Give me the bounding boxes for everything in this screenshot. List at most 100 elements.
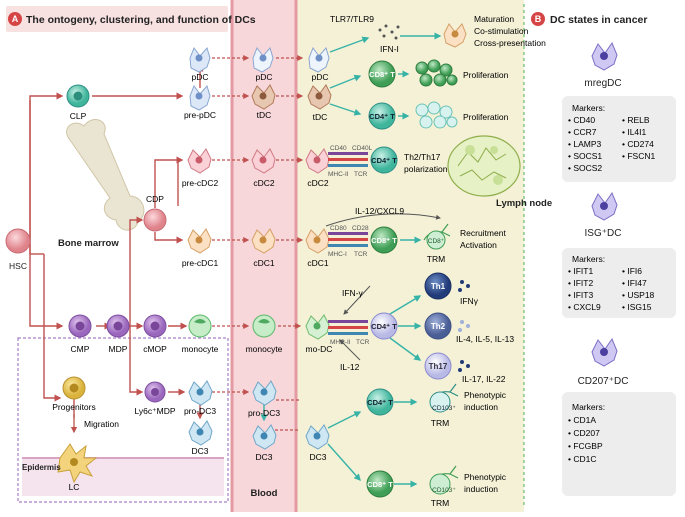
- pdc-blood-cell: [252, 46, 274, 73]
- monocyte-bm-label: monocyte: [182, 344, 219, 354]
- tdc-blood-label: tDC: [257, 110, 272, 120]
- th17-label: Th17: [429, 362, 448, 371]
- isgdc-m6: • IFI47: [622, 278, 647, 288]
- hsc-cell: [5, 228, 31, 254]
- migration-label: Migration: [84, 419, 119, 429]
- mregdc-icon: [591, 41, 618, 71]
- lc-cell: [57, 443, 98, 484]
- progenitors-label: Progenitors: [52, 402, 95, 412]
- cdc2-blood-label: cDC2: [253, 178, 275, 188]
- mregdc-m5: • SOCS2: [568, 163, 602, 173]
- epidermis-box: [17, 337, 229, 503]
- cd8-cluster-icon: [415, 59, 458, 87]
- cdc2-tissue-label: cDC2: [307, 178, 329, 188]
- monocyte-blood-cell: [252, 314, 276, 338]
- cd103-1-label: CD103⁺: [432, 405, 456, 412]
- lymph-node-label: Lymph node: [496, 198, 552, 209]
- cd28-label: CD28: [352, 225, 369, 232]
- cd4-b-label: CD4⁺ T: [371, 156, 397, 165]
- cd8-b-label: CD8⁺ T: [371, 236, 397, 245]
- hsc-label: HSC: [9, 261, 27, 271]
- mregdc-m9: • FSCN1: [622, 151, 655, 161]
- dc3-tissue-cell: [305, 424, 330, 450]
- ifng-dots-icon: [458, 280, 470, 292]
- trm2-label: TRM: [431, 418, 449, 428]
- cd8-b-cell: [370, 226, 398, 254]
- isgdc-markers-label: Markers:: [572, 254, 605, 264]
- isgdc-m3: • IFIT3: [568, 290, 593, 300]
- lc-label: LC: [69, 482, 80, 492]
- pdc-bm-label: pDC: [191, 72, 208, 82]
- mhc1-label: MHC-I: [328, 251, 347, 258]
- isgdc-m1: • IFIT1: [568, 266, 593, 276]
- isgdc-m8: • ISG15: [622, 302, 652, 312]
- cdp-label: CDP: [146, 194, 164, 204]
- pheno2a-label: Phenotypic: [464, 472, 507, 482]
- ifng-out-label: IFNγ: [460, 296, 479, 306]
- monocyte-blood-label: monocyte: [246, 344, 283, 354]
- cd207dc-m2: • CD207: [568, 428, 600, 438]
- il12-label: IL-12: [340, 362, 360, 372]
- ly6c-mdp-label: Ly6c⁺MDP: [134, 406, 175, 416]
- il17-label: IL-17, IL-22: [462, 374, 506, 384]
- pheno2b-label: induction: [464, 484, 498, 494]
- panel-b-badge: B: [535, 14, 542, 24]
- trm-cd8-icon: [423, 223, 451, 250]
- ifn-i-dots-icon: [378, 24, 400, 40]
- trm-cd8c-icon: [429, 465, 459, 495]
- pre-cdc1-cell: [187, 228, 212, 254]
- mregdc-m8: • CD274: [622, 139, 654, 149]
- isgdc-markers-box: [562, 248, 676, 318]
- cd8-c-label: CD8⁺ T: [367, 480, 393, 489]
- tdc-blood-cell: [251, 84, 276, 110]
- cd8-a-label: CD8⁺ T: [369, 70, 395, 79]
- cd4-cluster-icon: [415, 101, 458, 129]
- bone-marrow-label: Bone marrow: [58, 238, 119, 249]
- tcr-b-label: TCR: [354, 251, 368, 258]
- panel-b-badge-icon: [531, 12, 545, 26]
- trm-cd4-icon: [429, 383, 459, 413]
- tlr-label: TLR7/TLR9: [330, 14, 374, 24]
- panel-a-title: The ontogeny, clustering, and function o…: [26, 14, 256, 26]
- cdc1-tissue-label: cDC1: [307, 258, 329, 268]
- pre-cdc2-label: pre-cDC2: [182, 178, 219, 188]
- pheno1b-label: induction: [464, 402, 498, 412]
- mature-dc-icon: [443, 23, 467, 48]
- pdc-tissue-cell: [308, 46, 330, 73]
- tdc-tissue-label: tDC: [313, 112, 328, 122]
- cd207dc-label: CD207⁺DC: [578, 376, 629, 387]
- tcr-a-label: TCR: [354, 171, 368, 178]
- cd4-d-cell: [366, 388, 394, 416]
- cmp-label: CMP: [71, 344, 90, 354]
- cdc2-blood-cell: [251, 148, 276, 174]
- th2-cell: [424, 312, 452, 340]
- pheno1a-label: Phenotypic: [464, 390, 507, 400]
- recruit-label: Recruitment: [460, 228, 506, 238]
- mregdc-m3: • LAMP3: [568, 139, 601, 149]
- cd4-c-cell: [370, 312, 398, 340]
- modc-label: mo-DC: [306, 344, 333, 354]
- cd4-a-label: CD4⁺ T: [369, 112, 395, 121]
- cd80-label: CD80: [330, 225, 347, 232]
- th1-cell: [424, 272, 452, 300]
- mhc2-a-label: MHC-II: [328, 171, 349, 178]
- tissue-zone: [296, 0, 524, 512]
- cd4-d-label: CD4⁺ T: [367, 398, 393, 407]
- maturation-label: Maturation: [474, 14, 514, 24]
- cd8-trm-label: CD8⁺: [428, 238, 445, 245]
- ifn-i-label: IFN-I: [380, 44, 399, 54]
- cd207dc-m1: • CD1A: [568, 415, 596, 425]
- panel-a-badge-icon: [8, 12, 22, 26]
- tdc-tissue-cell: [307, 84, 332, 110]
- isgdc-m2: • IFIT2: [568, 278, 593, 288]
- pro-dc3-bm-cell: [188, 380, 213, 406]
- cd207dc-markers-box: [562, 392, 676, 496]
- costim-label: Co-stimulation: [474, 26, 529, 36]
- dc3-tissue-label: DC3: [309, 452, 326, 462]
- mregdc-m1: • CD40: [568, 115, 595, 125]
- pre-pdc-label: pre-pDC: [184, 110, 216, 120]
- cd4-b-cell: [370, 146, 398, 174]
- cd4-c-label: CD4⁺ T: [371, 322, 397, 331]
- panel-a-badge: A: [12, 14, 19, 24]
